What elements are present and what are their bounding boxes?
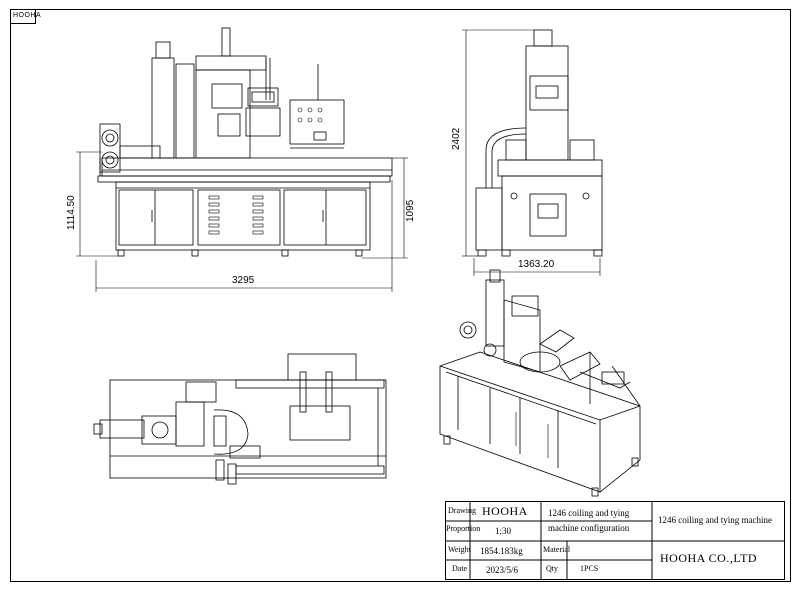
front-cabinet — [115, 181, 371, 251]
front-view — [97, 27, 393, 257]
tb-drawing-label: Drawing — [448, 506, 476, 515]
side-column — [525, 45, 569, 161]
side-cabinet — [501, 175, 603, 251]
sheet-border — [10, 9, 791, 582]
dim-side-width: 1363.20 — [518, 259, 555, 270]
front-dimension-lines — [76, 151, 408, 292]
tb-date-value: 2023/5/6 — [486, 565, 519, 575]
dim-side-height: 2402 — [451, 127, 462, 150]
tb-machine-name: 1246 coiling and tying machine — [658, 515, 772, 525]
isometric-view — [439, 269, 641, 497]
tb-date-label: Date — [452, 564, 468, 573]
dim-front-width: 3295 — [232, 275, 255, 286]
iso-column — [503, 299, 541, 373]
front-column — [151, 57, 175, 159]
tb-qty-label: Qty — [546, 564, 558, 573]
front-control-box — [289, 99, 345, 145]
tb-proportion-value: 1:30 — [495, 526, 512, 536]
tb-weight-value: 1854.183kg — [480, 546, 523, 556]
tb-drawing-value: HOOHA — [482, 504, 528, 518]
top-view — [93, 353, 387, 485]
corner-tag-box — [10, 9, 36, 24]
front-table-top — [101, 157, 393, 177]
iso-cabinet — [439, 365, 641, 493]
tb-config-line1: 1246 coiling and tying — [548, 508, 630, 518]
tb-config-line2: machine configuration — [548, 523, 630, 533]
top-plate — [289, 405, 351, 441]
title-block — [445, 501, 785, 580]
tb-weight-label: Weight — [448, 545, 471, 554]
dim-front-height-right: 1095 — [405, 199, 416, 222]
side-view — [475, 29, 603, 257]
corner-tag: HOOHA — [13, 12, 42, 19]
tb-qty-value: 1PCS — [580, 564, 599, 573]
top-outline — [109, 379, 387, 479]
tb-company: HOOHA CO.,LTD — [660, 551, 758, 565]
side-dimension-lines — [462, 29, 601, 276]
tb-proportion-label: Proportion — [446, 524, 481, 533]
dim-front-height-left: 1114.50 — [66, 195, 77, 230]
tb-material-label: Material — [543, 545, 571, 554]
front-hmi-screen — [247, 87, 279, 107]
